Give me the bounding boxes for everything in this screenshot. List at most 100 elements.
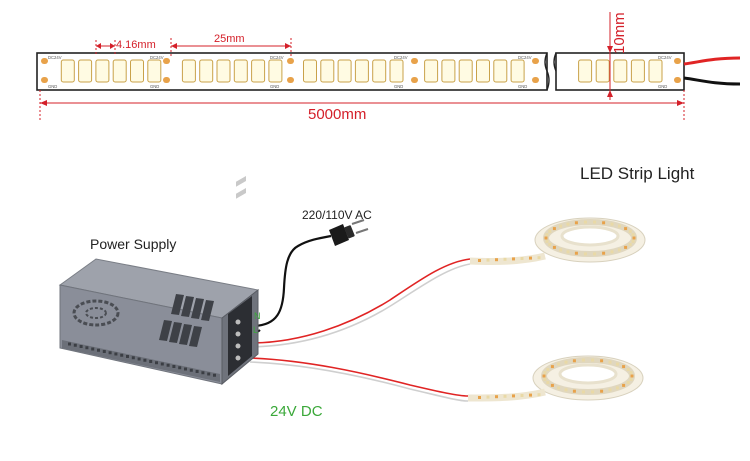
led-chip (458, 59, 473, 83)
solder-pad (674, 58, 681, 64)
reel-led (550, 383, 554, 387)
psu-vent-hole (131, 356, 135, 360)
led-chip (199, 59, 214, 83)
psu-vent-hole (108, 351, 112, 355)
strip-chips: DC24VGNDDC24VGNDDC24VGNDDC24VGNDDC24VGND… (41, 55, 681, 89)
psu-vent-hole (68, 342, 71, 346)
led-chip (493, 59, 508, 83)
reel-led (495, 258, 498, 262)
led-chip (95, 59, 110, 83)
led-chip (389, 59, 404, 83)
reel-led (552, 227, 556, 231)
solder-pad (411, 58, 418, 64)
pad-label-gnd: GND (150, 84, 159, 89)
reel-led (544, 236, 548, 240)
led-chip (112, 59, 127, 83)
led-chip (216, 59, 231, 83)
psu-vent-hole (143, 358, 147, 362)
led-chip (251, 59, 266, 83)
label-dc-output: 24V DC (270, 403, 323, 420)
led-chip (78, 59, 93, 83)
psu-vent-hole (189, 368, 193, 372)
reel-led (629, 371, 633, 375)
reel-led (545, 239, 549, 243)
reel-led (608, 360, 612, 364)
pad-label-dc: DC24V (150, 55, 164, 60)
reel-led (583, 252, 587, 256)
ac-plug-icon (329, 219, 369, 246)
psu-vent-hole (137, 357, 141, 361)
reel-led (572, 389, 576, 393)
psu-vent-hole (201, 371, 205, 375)
psu-vent-hole (166, 363, 170, 367)
reel-led (602, 221, 606, 225)
reel-led (574, 251, 578, 255)
led-chip (372, 59, 387, 83)
led-chip (147, 59, 162, 83)
led-chip (424, 59, 439, 83)
label-ac-input: 220/110V AC (302, 208, 372, 222)
psu-vent-hole (126, 355, 129, 358)
reel-led (559, 248, 563, 252)
reel-led (566, 250, 570, 254)
dc-wire-upper-red (249, 258, 471, 344)
reel-led (624, 245, 628, 249)
reel-led (631, 239, 635, 243)
reel-led (566, 222, 570, 226)
psu-vent-hole (102, 350, 106, 353)
led-chip (268, 59, 283, 83)
led-reel-icon (467, 355, 644, 402)
reel-led (628, 243, 632, 247)
led-chip (130, 59, 144, 83)
label-strip-width: 10mm (611, 12, 628, 54)
reel-led (574, 221, 578, 225)
psu-vent-hole (213, 373, 216, 377)
strip-spec: DC24VGNDDC24VGNDDC24VGNDDC24VGNDDC24VGND… (36, 12, 741, 122)
ac-cable (251, 234, 332, 328)
led-chip (320, 59, 335, 83)
psu-vent-hole (97, 348, 100, 352)
psu-vent-hole (114, 352, 118, 356)
reel-led (626, 381, 630, 385)
led-chip (441, 59, 456, 83)
led-chip (303, 59, 317, 83)
pad-label-gnd: GND (394, 84, 403, 89)
reel-led (615, 386, 619, 390)
led-chip (578, 59, 593, 83)
psu-vent-hole (160, 362, 164, 366)
reel-led (617, 248, 621, 252)
pad-label-gnd: GND (270, 84, 279, 89)
pad-label-dc: DC24V (48, 55, 62, 60)
label-terminal-n: N (254, 311, 261, 321)
reel-led (593, 220, 597, 224)
reel-led (559, 224, 563, 228)
reel-led (626, 367, 630, 371)
psu-vent-hole (91, 347, 95, 351)
psu-vent-hole (184, 367, 187, 371)
reel-led (608, 388, 612, 392)
strip-break-mark (544, 52, 550, 91)
dc-wire-upper-white (249, 263, 471, 348)
reel-led (593, 252, 597, 256)
reel-led (581, 358, 585, 362)
reel-led (629, 377, 633, 381)
reel-led (512, 394, 515, 398)
reel-led (583, 220, 587, 224)
solder-pad (287, 58, 294, 64)
led-chip (181, 59, 196, 83)
reel-led (600, 389, 604, 393)
solder-pad (532, 77, 539, 83)
reel-led (622, 383, 626, 387)
label-power-supply: Power Supply (90, 236, 177, 252)
reel-led (591, 390, 595, 394)
psu-vent-hole (79, 345, 83, 348)
led-chip (476, 59, 490, 83)
reel-led (543, 377, 547, 381)
solder-pad (163, 77, 170, 83)
reel-led (486, 258, 490, 262)
reel-led (557, 362, 561, 366)
reel-led (564, 360, 568, 364)
reel-led (622, 365, 626, 369)
psu-vent-hole (178, 366, 182, 370)
